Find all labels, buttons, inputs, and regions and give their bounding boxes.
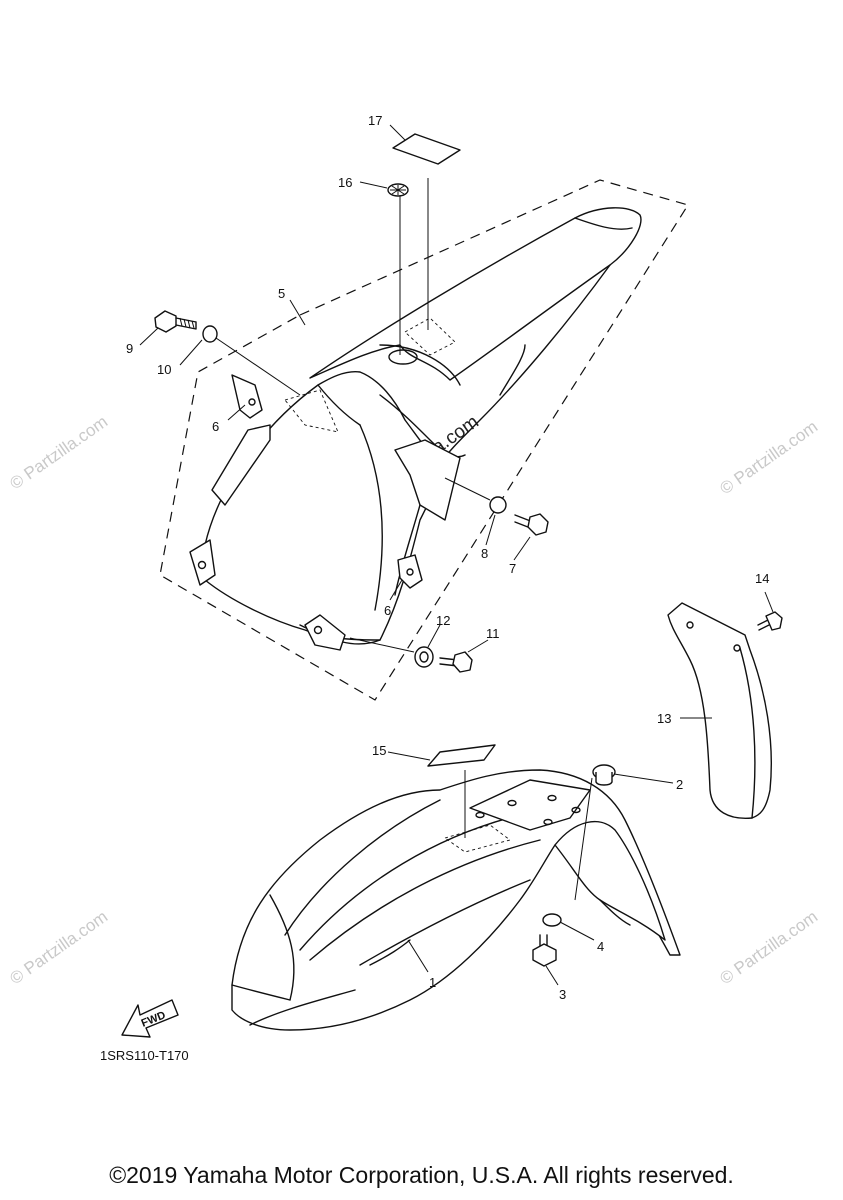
callout-16: 15 xyxy=(372,743,386,758)
callout-15: 16 xyxy=(338,175,352,190)
collar-part-4 xyxy=(542,913,562,927)
rear-fender xyxy=(189,207,642,651)
callout-3: 3 xyxy=(559,987,566,1002)
callout-13: 13 xyxy=(657,711,671,726)
copyright-notice: ©2019 Yamaha Motor Corporation, U.S.A. A… xyxy=(109,1162,734,1188)
label-part-17 xyxy=(392,133,461,165)
callout-labels: 17 16 5 9 10 6 6 7 8 12 11 14 13 15 2 1 … xyxy=(126,113,769,1002)
label-part-16 xyxy=(427,744,496,767)
bolt-part-9 xyxy=(154,310,197,333)
callout-6-upper: 6 xyxy=(212,419,219,434)
washer-part-10 xyxy=(202,325,218,343)
clip-part-6-upper xyxy=(231,374,263,419)
watermark: © Partzilla.com xyxy=(6,412,111,493)
bolt-part-3 xyxy=(532,934,557,967)
diagram-code: 1SRS110-T170 xyxy=(100,1048,189,1063)
grommet-part-15 xyxy=(387,183,409,197)
callout-17: 17 xyxy=(368,113,382,128)
leader-lines xyxy=(139,124,774,986)
callout-6-lower: 6 xyxy=(384,603,391,618)
bolt-part-11 xyxy=(439,651,473,673)
bolt-part-7 xyxy=(514,513,549,536)
rear-fender-assembly-boundary xyxy=(159,179,689,701)
parts-diagram: © Partzilla.com © Partzilla.com © Partzi… xyxy=(6,113,821,1038)
mud-flap xyxy=(667,602,772,819)
callout-11: 11 xyxy=(486,626,500,641)
collar-part-12 xyxy=(414,646,434,668)
clip-part-6-lower xyxy=(397,554,423,589)
callout-12: 12 xyxy=(436,613,450,628)
callout-8: 8 xyxy=(481,546,488,561)
callout-1: 1 xyxy=(429,975,436,990)
screw-part-14 xyxy=(757,611,783,631)
fwd-label: FWD xyxy=(140,1009,168,1030)
watermark: © Partzilla.com xyxy=(6,907,111,988)
callout-4: 4 xyxy=(597,939,604,954)
callout-2: 2 xyxy=(676,777,683,792)
callout-9: 9 xyxy=(126,341,133,356)
watermark: © Partzilla.com xyxy=(716,417,821,498)
callout-10: 10 xyxy=(157,362,171,377)
callout-7: 7 xyxy=(509,561,516,576)
grommet-part-2 xyxy=(592,764,616,786)
watermark: © Partzilla.com xyxy=(716,907,821,988)
washer-part-8 xyxy=(489,496,507,514)
callout-5: 5 xyxy=(278,286,285,301)
forward-direction-arrow: FWD xyxy=(121,999,179,1038)
callout-14: 14 xyxy=(755,571,769,586)
front-fender xyxy=(231,769,681,1031)
